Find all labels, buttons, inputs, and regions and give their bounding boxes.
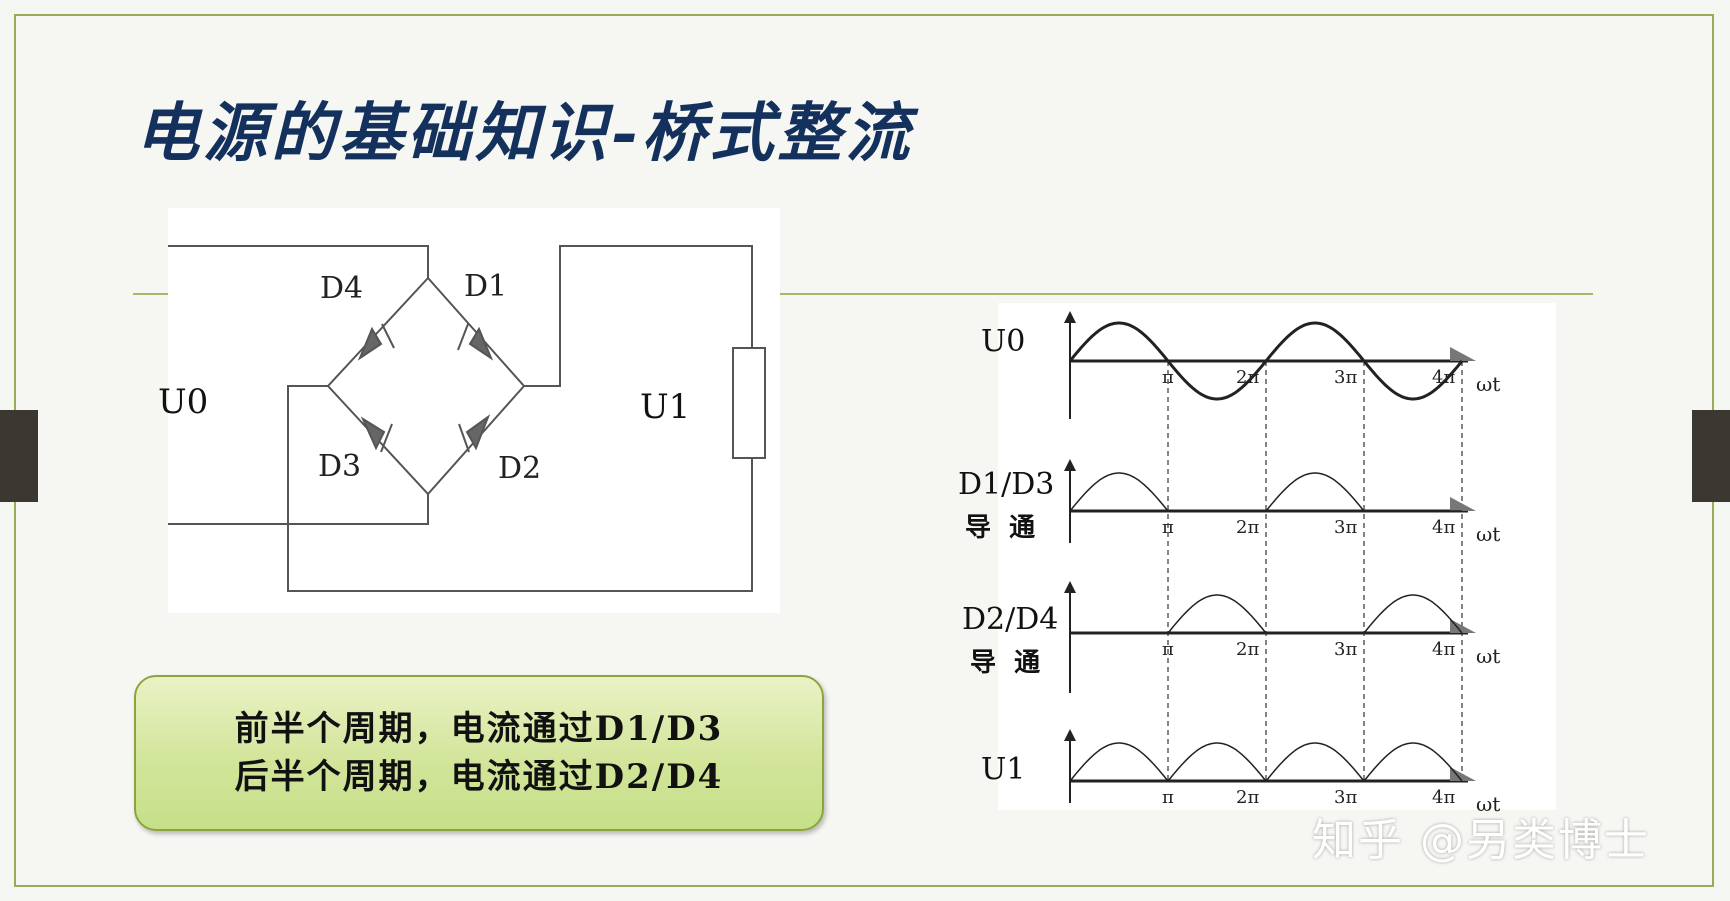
y-arrow-1 bbox=[1064, 459, 1076, 471]
label-d3: D3 bbox=[318, 449, 361, 484]
label-d4: D4 bbox=[320, 271, 363, 306]
label-d2: D2 bbox=[498, 451, 541, 486]
axis-label-2: ωt bbox=[1476, 644, 1500, 668]
x-arrow-1 bbox=[1450, 497, 1476, 511]
title-divider bbox=[133, 293, 1593, 295]
wire-output-top bbox=[524, 245, 753, 387]
tick-0-3: 4π bbox=[1432, 367, 1455, 388]
left-edge-tab bbox=[0, 410, 38, 502]
tick-1-0: π bbox=[1162, 517, 1174, 538]
right-edge-tab bbox=[1692, 410, 1730, 502]
label-u1: U1 bbox=[640, 387, 690, 427]
diode-d3-icon bbox=[360, 416, 393, 453]
tick-2-0: π bbox=[1162, 639, 1174, 660]
label-u0: U0 bbox=[158, 382, 208, 422]
diode-d2-icon bbox=[458, 414, 491, 453]
tick-1-1: 2π bbox=[1236, 517, 1259, 538]
explanation-line-1: 前半个周期，电流通过D1/D3 bbox=[234, 709, 724, 749]
tick-2-1: 2π bbox=[1236, 639, 1259, 660]
waveform-2 bbox=[1070, 594, 1463, 634]
x-arrow-2 bbox=[1450, 619, 1476, 633]
y-arrow-2 bbox=[1064, 581, 1076, 593]
tick-3-3: 4π bbox=[1432, 787, 1455, 808]
diode-d1-icon bbox=[457, 323, 494, 361]
y-arrow-0 bbox=[1064, 311, 1076, 323]
watermark: 知乎 @另类博士 bbox=[1312, 815, 1650, 866]
diode-d4-icon bbox=[357, 323, 395, 361]
wave-label-u0: U0 bbox=[981, 324, 1026, 359]
y-arrow-3 bbox=[1064, 729, 1076, 741]
tick-0-0: π bbox=[1162, 367, 1174, 388]
tick-0-2: 3π bbox=[1334, 367, 1357, 388]
label-d1: D1 bbox=[464, 269, 507, 304]
tick-1-2: 3π bbox=[1334, 517, 1357, 538]
bridge-circuit-diagram: D4 D1 D3 D2 U0 U1 bbox=[158, 208, 780, 613]
waveform-0 bbox=[1068, 321, 1464, 401]
wire-input-top bbox=[168, 245, 429, 278]
wire-output-bottom bbox=[287, 385, 753, 592]
tick-2-2: 3π bbox=[1334, 639, 1357, 660]
wire-input-bottom bbox=[168, 494, 429, 525]
wave-sublabel-d1d3: 导 通 bbox=[965, 513, 1036, 543]
load-resistor bbox=[732, 347, 766, 459]
axis-label-0: ωt bbox=[1476, 372, 1500, 396]
wave-label-d1d3: D1/D3 bbox=[958, 467, 1055, 502]
x-arrow-0 bbox=[1450, 347, 1476, 361]
wave-label-d2d4: D2/D4 bbox=[962, 602, 1059, 637]
explanation-box: 前半个周期，电流通过D1/D3 后半个周期，电流通过D2/D4 bbox=[134, 675, 824, 831]
slide-title: 电源的基础知识-桥式整流 bbox=[135, 96, 914, 171]
tick-3-1: 2π bbox=[1236, 787, 1259, 808]
bridge-diamond bbox=[326, 277, 526, 496]
waveform-3 bbox=[1069, 742, 1463, 783]
tick-2-3: 4π bbox=[1432, 639, 1455, 660]
waveform-svg: π 2π 3π 4π ωt π 2π 3π 4π ωt π 2π 3π 4π ωt π 2π 3π 4π ωt bbox=[1064, 311, 1500, 816]
tick-0-1: 2π bbox=[1236, 367, 1259, 388]
wave-sublabel-d2d4: 导 通 bbox=[970, 648, 1041, 678]
waveform-diagram: π 2π 3π 4π ωt π 2π 3π 4π ωt π 2π 3π 4π ωt π 2π 3π 4π ωt bbox=[998, 303, 1556, 816]
axis-label-1: ωt bbox=[1476, 522, 1500, 546]
tick-3-0: π bbox=[1162, 787, 1174, 808]
tick-1-3: 4π bbox=[1432, 517, 1455, 538]
explanation-line-2: 后半个周期，电流通过D2/D4 bbox=[234, 757, 724, 797]
wave-label-u1: U1 bbox=[981, 752, 1026, 787]
waveform-1 bbox=[1069, 472, 1462, 512]
axis-label-3: ωt bbox=[1476, 792, 1500, 816]
tick-3-2: 3π bbox=[1334, 787, 1357, 808]
x-arrow-3 bbox=[1450, 767, 1476, 781]
